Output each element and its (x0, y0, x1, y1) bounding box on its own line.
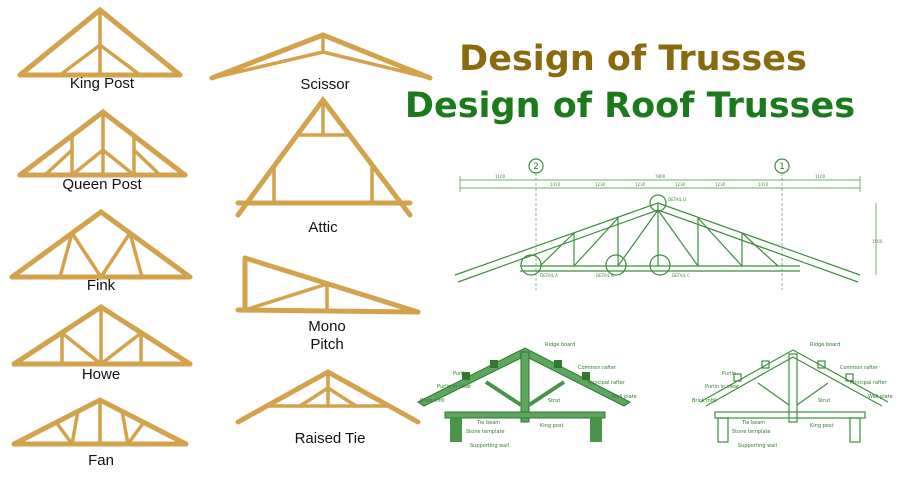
sec2-tie-beam: Tie beam (741, 420, 765, 426)
label-mono-pitch-line2: Pitch (310, 336, 343, 353)
truss-fink (9, 208, 193, 280)
truss-raised-tie (235, 369, 421, 425)
sec1-strut: Strut (548, 398, 560, 404)
king-post-section-2 (699, 349, 889, 443)
sec1-tie-beam: Tie beam (476, 420, 500, 426)
title-line-2: Design of Roof Trusses (405, 86, 855, 126)
detail-d: DETAIL D (668, 197, 686, 202)
label-howe: Howe (82, 366, 120, 383)
truss-attic (235, 95, 413, 218)
sec1-purlin: Purlin (453, 371, 467, 377)
truss-king-post (17, 6, 183, 78)
dim-panel-5: 1230 (715, 182, 726, 187)
dim-top-left: 1100 (495, 174, 506, 179)
sec2-purlin: Purlin (722, 371, 736, 377)
sec1-stone-template: Stone template (466, 429, 505, 435)
sec1-brick-infill: Brick infill (420, 398, 445, 404)
label-raised-tie: Raised Tie (295, 430, 366, 447)
sec2-stone-template: Stone template (732, 429, 771, 435)
truss-mono-pitch (235, 255, 421, 315)
detail-b: DETAIL B (596, 273, 614, 278)
dim-panel-2: 1230 (595, 182, 606, 187)
sec1-purlin-in-cleat: Purlin in cleat (437, 384, 471, 390)
title-line-1: Design of Trusses (459, 39, 807, 79)
grid-marker-2-text: 2 (533, 162, 539, 172)
label-attic: Attic (308, 219, 338, 236)
dim-height: 1560 (872, 239, 883, 244)
label-fink: Fink (87, 277, 116, 294)
king-post-section-1 (417, 347, 631, 442)
truss-fan (11, 397, 189, 447)
sec1-king-post: King post (540, 423, 563, 429)
sec1-principal-rafter: Principal rafter (588, 380, 626, 386)
truss-queen-post (17, 108, 188, 178)
sec2-king-post: King post (810, 423, 833, 429)
truss-scissor (209, 32, 433, 81)
sec1-ridge-board: Ridge board (545, 342, 575, 348)
truss-howe (11, 304, 193, 367)
detail-a: DETAIL A (540, 273, 558, 278)
grid-marker-1-text: 1 (779, 162, 785, 172)
truss-elevation-drawing: 2 1 1100 7800 1100 1410 1230 1230 1230 1… (454, 158, 883, 290)
dim-panel-6: 1410 (758, 182, 769, 187)
sec2-principal-rafter: Principal rafter (850, 380, 888, 386)
dim-top-right: 1100 (815, 174, 826, 179)
detail-c: DETAIL C (672, 273, 690, 278)
dim-panel-1: 1410 (550, 182, 561, 187)
label-mono-pitch-line1: Mono (308, 318, 346, 335)
sec1-wall-plate: Wall plate (612, 394, 637, 400)
dim-top-mid: 7800 (655, 174, 666, 179)
sec2-brick-infill: Brick infill (692, 398, 717, 404)
sec2-wall-plate: Wall plate (868, 394, 893, 400)
sec1-supporting-wall: Supporting wall (470, 443, 509, 449)
sec2-ridge-board: Ridge board (810, 342, 840, 348)
label-king-post: King Post (70, 75, 135, 92)
label-scissor: Scissor (300, 76, 349, 93)
label-queen-post: Queen Post (62, 176, 142, 193)
sec2-supporting-wall: Supporting wall (738, 443, 777, 449)
sec2-purlin-in-cleat: Purlin in cleat (705, 384, 739, 390)
sec1-common-rafter: Common rafter (578, 365, 617, 371)
sec2-strut: Strut (818, 398, 830, 404)
label-fan: Fan (88, 452, 114, 469)
dim-panel-4: 1230 (675, 182, 686, 187)
dim-panel-3: 1230 (635, 182, 646, 187)
sec2-common-rafter: Common rafter (840, 365, 879, 371)
